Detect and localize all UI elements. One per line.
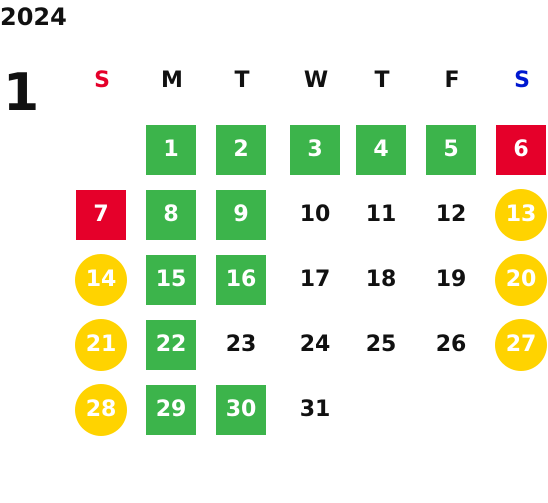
day-cell-7: 7 [76,190,126,240]
day-cell-29: 29 [146,385,196,435]
day-cell-23: 23 [225,332,257,357]
day-cell-19: 19 [435,267,467,292]
day-cell-25: 25 [365,332,397,357]
day-cell-24: 24 [299,332,331,357]
day-cell-3: 3 [290,125,340,175]
month-number: 1 [3,63,40,123]
day-cell-16: 16 [216,255,266,305]
day-cell-26: 26 [435,332,467,357]
day-cell-2: 2 [216,125,266,175]
day-cell-4: 4 [356,125,406,175]
weekday-friday: F [444,68,460,93]
weekday-sunday: S [94,68,110,93]
day-cell-13: 13 [495,189,547,241]
day-cell-11: 11 [365,202,397,227]
weekday-tuesday: T [234,68,250,93]
day-cell-12: 12 [435,202,467,227]
day-cell-31: 31 [299,397,331,422]
weekday-monday: M [161,68,183,93]
day-cell-1: 1 [146,125,196,175]
day-cell-9: 9 [216,190,266,240]
weekday-saturday: S [514,68,530,93]
weekday-wednesday: W [303,68,329,93]
day-cell-15: 15 [146,255,196,305]
day-cell-18: 18 [365,267,397,292]
weekday-thursday: T [374,68,390,93]
day-cell-14: 14 [75,254,127,306]
day-cell-28: 28 [75,384,127,436]
day-cell-8: 8 [146,190,196,240]
day-cell-22: 22 [146,320,196,370]
day-cell-10: 10 [299,202,331,227]
day-cell-6: 6 [496,125,546,175]
day-cell-17: 17 [299,267,331,292]
day-cell-27: 27 [495,319,547,371]
day-cell-21: 21 [75,319,127,371]
day-cell-5: 5 [426,125,476,175]
day-cell-20: 20 [495,254,547,306]
year-label: 2024 [0,3,67,31]
day-cell-30: 30 [216,385,266,435]
